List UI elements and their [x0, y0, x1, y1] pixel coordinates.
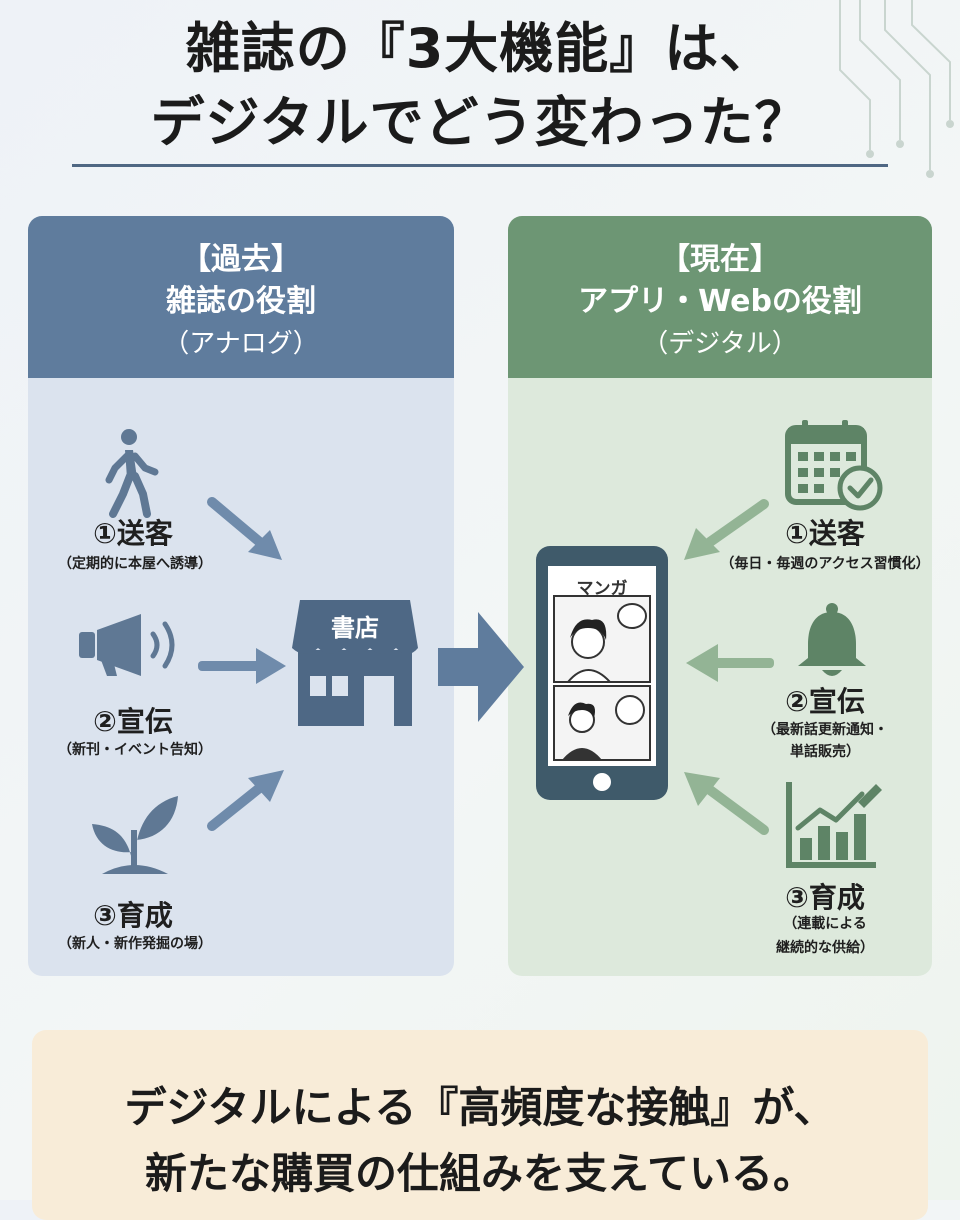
arrow-down-left-icon	[684, 499, 769, 560]
conclusion-line-1: デジタルによる『高頻度な接触』が、	[124, 1083, 836, 1132]
conclusion-box: デジタルによる『高頻度な接触』が、 新たな購買の仕組みを支えている。	[32, 1030, 928, 1220]
present-item-2-desc-2: 単話販売）	[790, 744, 860, 760]
present-item-3-desc-2: 継続的な供給）	[776, 940, 874, 956]
bookstore-label: 書店	[331, 614, 379, 642]
past-item-1-desc: （定期的に本屋へ誘導）	[58, 556, 212, 572]
phone-manga-label: マンガ	[576, 579, 628, 599]
arrow-up-right-icon	[207, 770, 284, 831]
past-panel: 【過去】 雑誌の役割 （アナログ）	[28, 216, 454, 976]
present-panel-header: 【現在】 アプリ・Webの役割 （デジタル）	[508, 216, 932, 378]
present-item-1-desc: （毎日・毎週のアクセス習慣化）	[720, 556, 930, 572]
walking-person-icon	[105, 429, 159, 518]
past-item-2-desc: （新刊・イベント告知）	[58, 742, 212, 758]
sprout-icon	[92, 796, 178, 874]
growth-chart-icon	[786, 782, 882, 868]
arrow-down-right-icon	[207, 497, 282, 560]
bookstore-icon	[292, 600, 418, 726]
arrow-left-icon	[686, 644, 774, 682]
past-header-bracket: 【過去】	[181, 242, 301, 277]
present-header-title: アプリ・Webの役割	[578, 284, 862, 319]
present-header-bracket: 【現在】	[660, 242, 780, 277]
past-item-1-label: ①送客	[93, 517, 173, 550]
bell-icon	[798, 603, 866, 676]
past-header-sub: （アナログ）	[163, 329, 319, 359]
present-item-3-desc-1: （連載による	[783, 916, 867, 932]
present-header-sub: （デジタル）	[642, 329, 798, 359]
arrow-up-left-icon	[684, 772, 769, 835]
page-title-line-1: 雑誌の『3大機能』は、	[185, 17, 775, 80]
past-item-3-label: ③育成	[93, 899, 173, 932]
conclusion-line-2: 新たな購買の仕組みを支えている。	[145, 1149, 815, 1198]
title-divider	[72, 164, 888, 167]
present-item-1-label: ①送客	[785, 517, 865, 550]
arrow-right-icon	[198, 648, 286, 684]
present-item-2-desc-1: （最新話更新通知・	[762, 722, 888, 738]
megaphone-icon	[79, 614, 175, 676]
page-title-line-2: デジタルでどう変わった？	[150, 91, 810, 154]
transition-arrow-icon	[438, 612, 524, 722]
smartphone-manga-icon	[536, 546, 668, 800]
present-arrows	[684, 499, 774, 835]
calendar-check-icon	[785, 420, 883, 511]
present-item-3-label: ③育成	[785, 881, 865, 914]
present-item-2-label: ②宣伝	[785, 685, 865, 718]
past-item-3-desc: （新人・新作発掘の場）	[58, 936, 212, 952]
past-panel-header: 【過去】 雑誌の役割 （アナログ）	[28, 216, 454, 378]
past-arrows	[198, 497, 286, 831]
past-header-title: 雑誌の役割	[166, 284, 316, 319]
past-item-2-label: ②宣伝	[93, 705, 173, 738]
